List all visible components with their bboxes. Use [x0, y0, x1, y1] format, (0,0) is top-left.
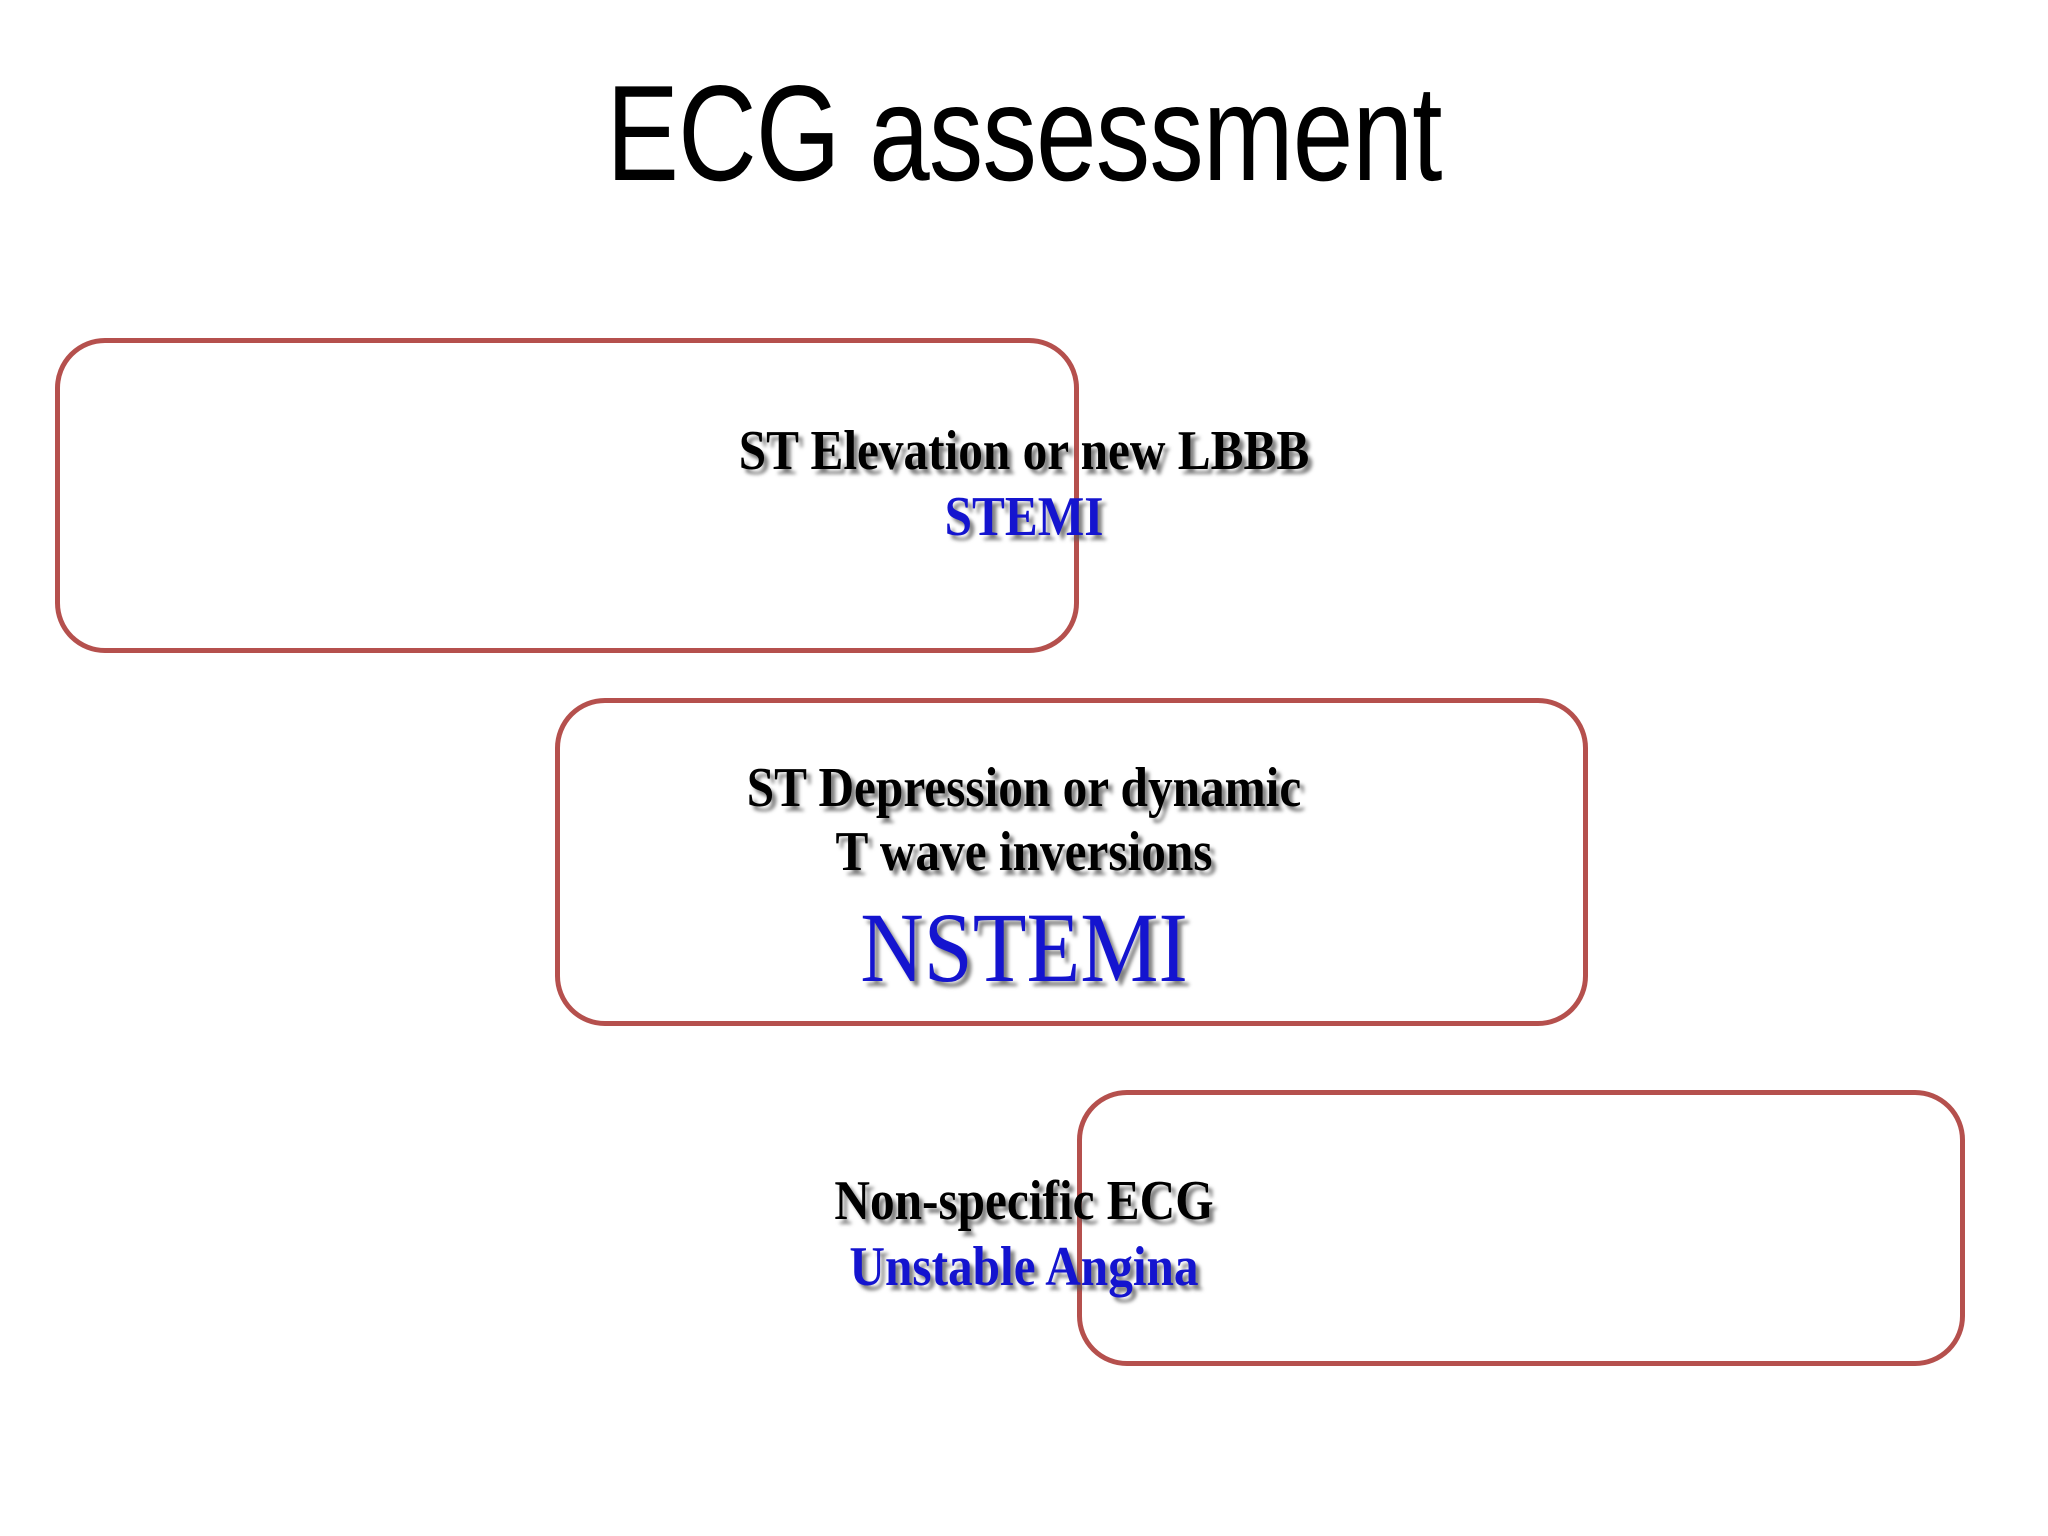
nstemi-box-text: ST Depression or dynamic T wave inversio…: [0, 756, 2048, 1006]
stemi-box-text: ST Elevation or new LBBB STEMI: [0, 418, 2048, 550]
stemi-criteria-line: ST Elevation or new LBBB: [738, 420, 1310, 482]
nstemi-criteria-line-2: T wave inversions: [835, 821, 1213, 883]
angina-diagnosis-label: Unstable Angina: [849, 1236, 1199, 1298]
page-title: ECG assessment: [606, 57, 1442, 209]
stemi-diagnosis-label: STEMI: [944, 486, 1104, 548]
stemi-box[interactable]: [55, 338, 1079, 653]
angina-criteria-line: Non-specific ECG: [834, 1170, 1214, 1232]
unstable-angina-box-text: Non-specific ECG Unstable Angina: [0, 1168, 2048, 1300]
nstemi-diagnosis-label: NSTEMI: [860, 892, 1188, 1003]
nstemi-criteria-line-1: ST Depression or dynamic: [746, 757, 1302, 819]
nstemi-box[interactable]: [555, 698, 1588, 1026]
unstable-angina-box[interactable]: [1077, 1090, 1965, 1366]
